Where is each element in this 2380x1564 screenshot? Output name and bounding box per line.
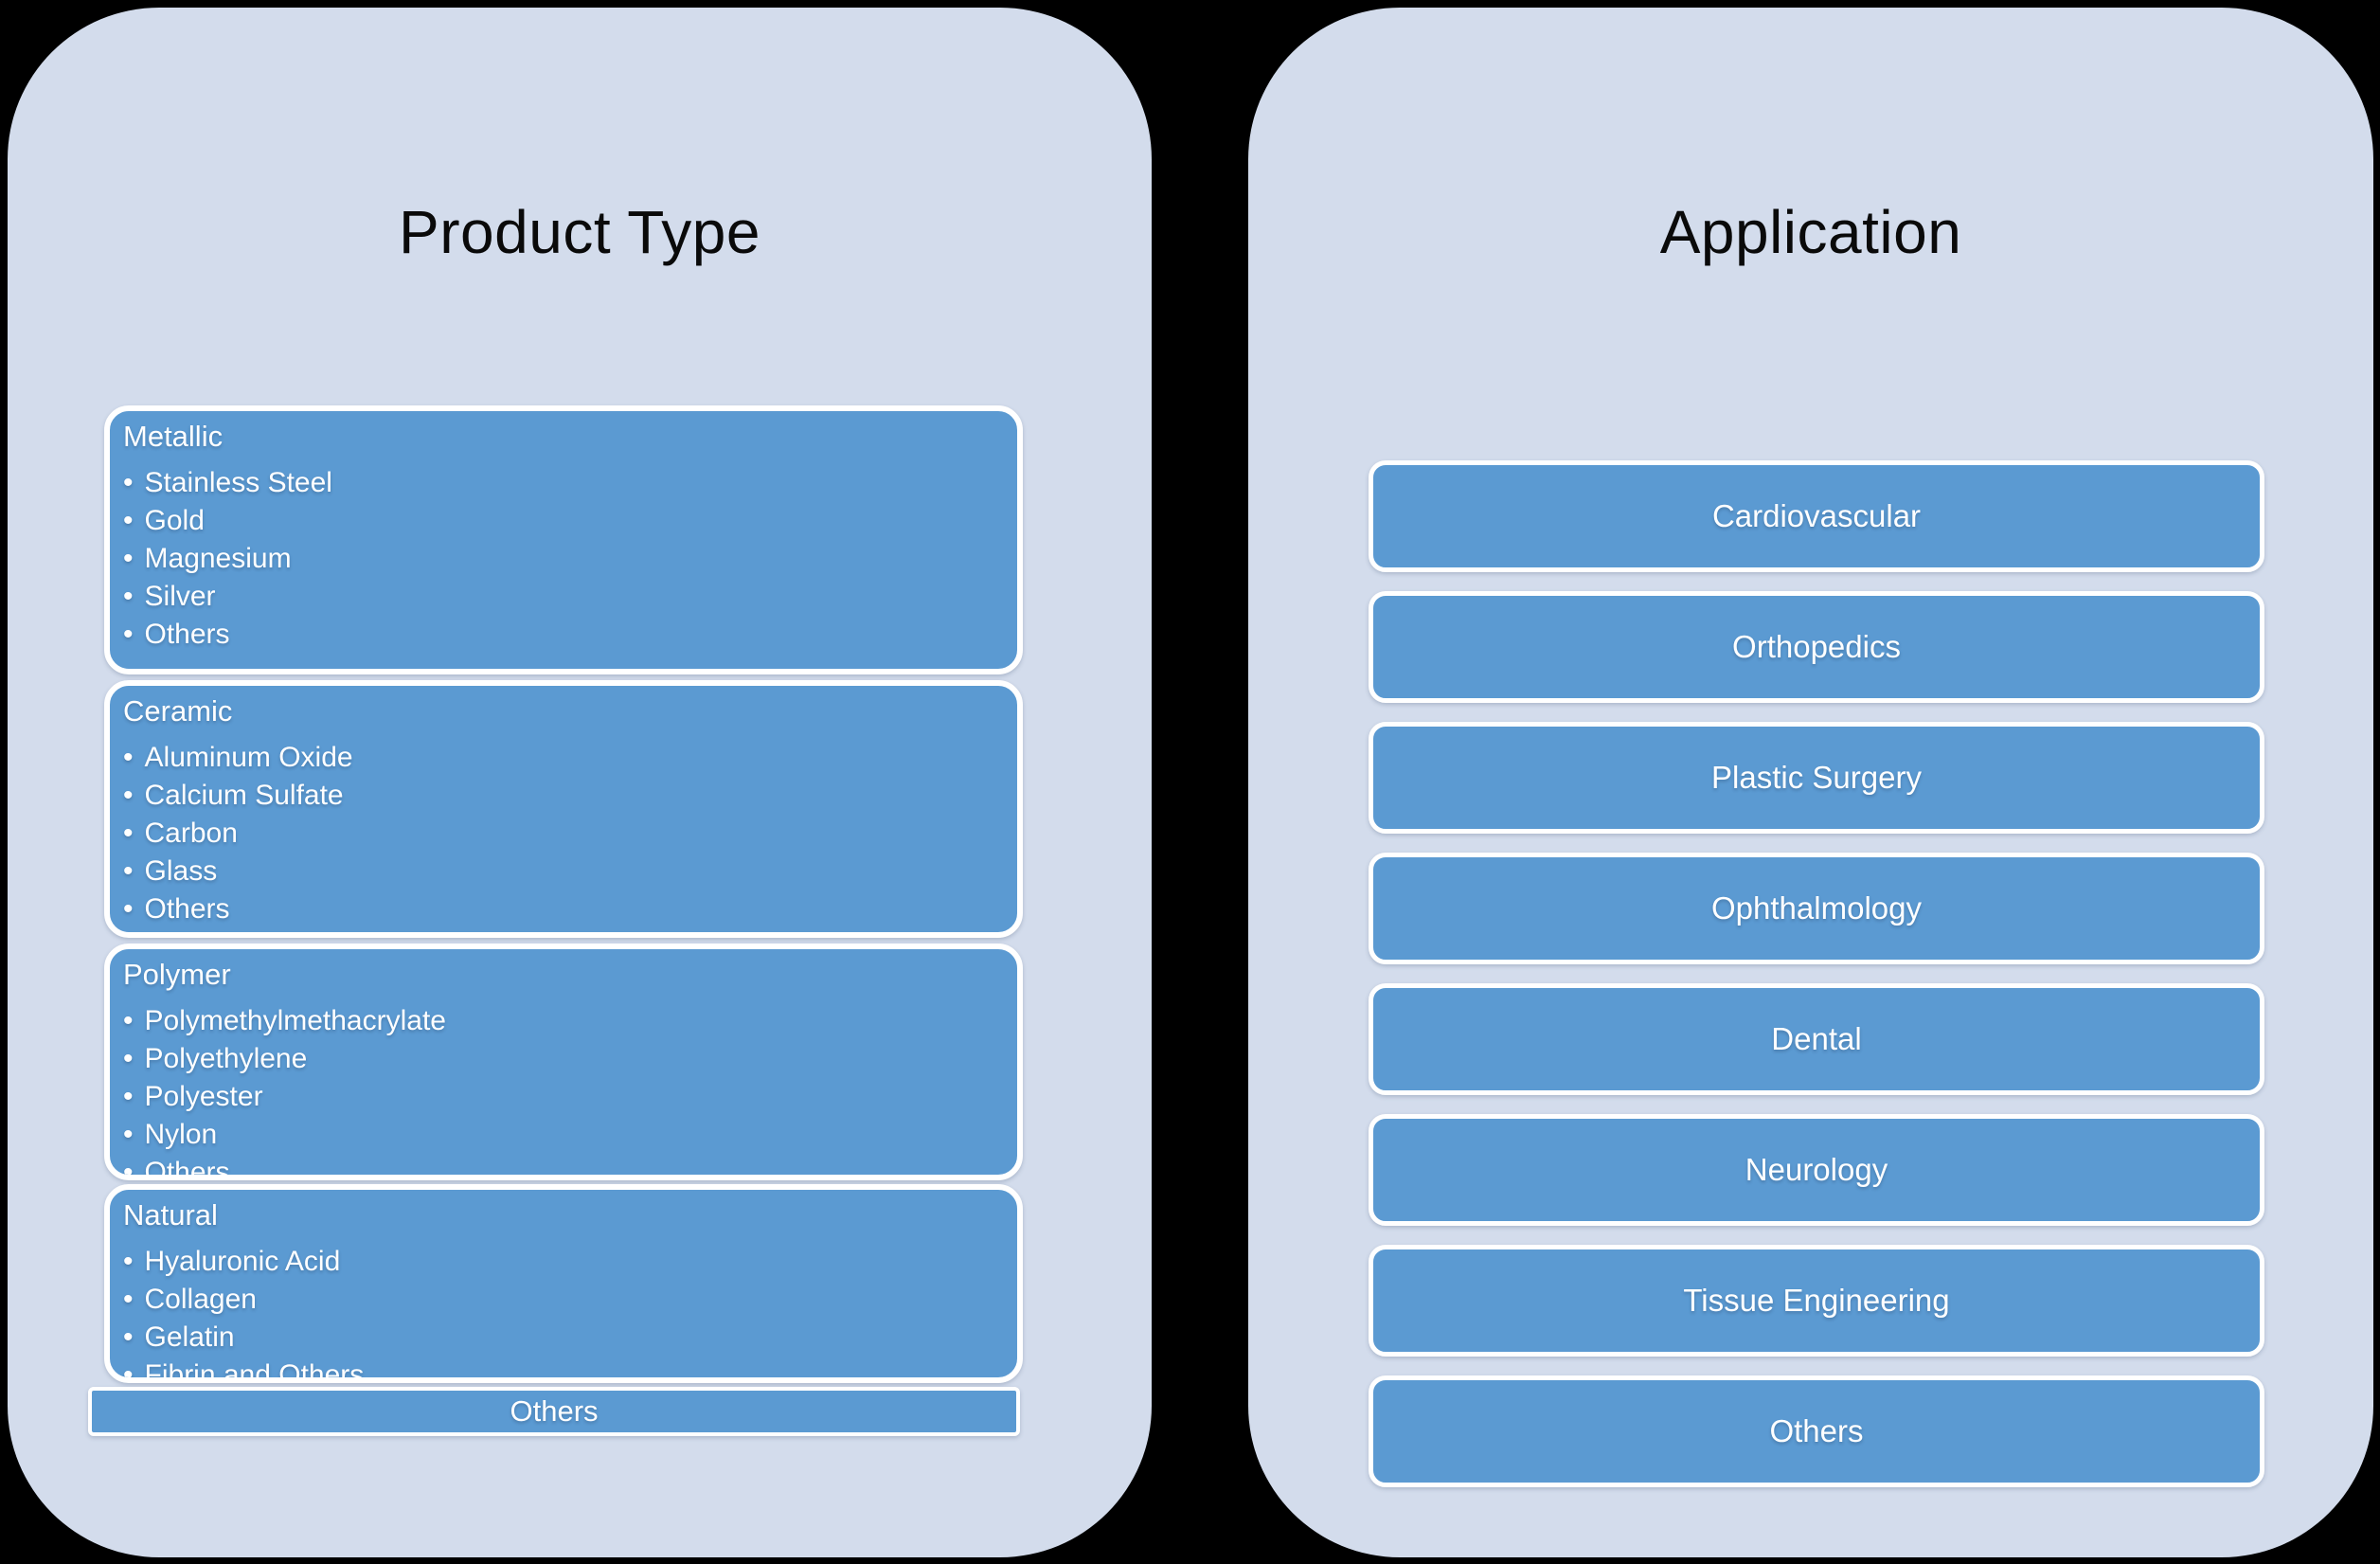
item-label: Polymethylmethacrylate (144, 1005, 446, 1036)
bullet-icon: • (123, 1043, 134, 1074)
bullet-icon: • (123, 1119, 134, 1150)
application-label: Neurology (1745, 1152, 1888, 1187)
bullet-icon: • (123, 818, 134, 849)
product-type-panel: Product Type Metallic • Stainless Steel •… (8, 8, 1152, 1557)
bullet-icon: • (123, 505, 134, 536)
application-box-plastic-surgery: Plastic Surgery (1369, 722, 2264, 834)
category-header-polymer: Polymer (123, 958, 231, 991)
list-item: • Glass (123, 853, 1017, 890)
category-header-natural: Natural (123, 1198, 218, 1231)
application-label: Tissue Engineering (1683, 1283, 1950, 1318)
list-item: • Stainless Steel (123, 464, 1017, 502)
item-label: Fibrin and Others (144, 1359, 365, 1383)
item-label: Gold (144, 505, 205, 536)
list-item: • Silver (123, 578, 1017, 616)
bullet-icon: • (123, 893, 134, 925)
application-box-orthopedics: Orthopedics (1369, 591, 2264, 703)
item-label: Magnesium (144, 543, 292, 574)
bullet-icon: • (123, 1321, 134, 1353)
application-box-dental: Dental (1369, 983, 2264, 1095)
item-label: Polyethylene (144, 1043, 308, 1074)
list-item: • Gelatin (123, 1319, 1017, 1357)
item-label: Hyaluronic Acid (144, 1246, 341, 1277)
category-box-polymer: Polymer • Polymethylmethacrylate • Polyeth… (104, 944, 1023, 1180)
bullet-icon: • (123, 1081, 134, 1112)
application-box-neurology: Neurology (1369, 1114, 2264, 1226)
list-item: • Calcium Sulfate (123, 777, 1017, 815)
bullet-icon: • (123, 1157, 134, 1180)
application-label: Others (1769, 1413, 1864, 1448)
bullet-icon: • (123, 581, 134, 612)
category-items-polymer: • Polymethylmethacrylate • Polyethylene • P… (110, 1002, 1017, 1180)
list-item: • Magnesium (123, 540, 1017, 578)
application-box-cardiovascular: Cardiovascular (1369, 460, 2264, 572)
bullet-icon: • (123, 543, 134, 574)
application-label: Ophthalmology (1711, 890, 1922, 926)
item-label: Gelatin (144, 1321, 235, 1353)
item-label: Calcium Sulfate (144, 780, 344, 811)
category-box-natural: Natural • Hyaluronic Acid • Collagen • Gela… (104, 1184, 1023, 1383)
application-label: Orthopedics (1732, 629, 1901, 664)
category-header-metallic: Metallic (123, 420, 224, 453)
bullet-icon: • (123, 742, 134, 773)
item-label: Carbon (144, 818, 238, 849)
item-label: Collagen (144, 1284, 257, 1315)
category-items-ceramic: • Aluminum Oxide • Calcium Sulfate • Carbon… (110, 739, 1017, 928)
product-type-others-bar: Others (88, 1387, 1020, 1436)
item-label: Polyester (144, 1081, 263, 1112)
bullet-icon: • (123, 1005, 134, 1036)
category-items-metallic: • Stainless Steel • Gold • Magnesium • Silve… (110, 464, 1017, 654)
list-item: • Hyaluronic Acid (123, 1243, 1017, 1281)
category-header-ceramic: Ceramic (123, 694, 233, 728)
others-bar-label: Others (510, 1394, 599, 1428)
list-item: • Collagen (123, 1281, 1017, 1319)
item-label: Glass (144, 855, 218, 887)
application-title: Application (1659, 198, 1962, 266)
application-box-tissue-engineering: Tissue Engineering (1369, 1245, 2264, 1357)
bullet-icon: • (123, 780, 134, 811)
list-item: • Polymethylmethacrylate (123, 1002, 1017, 1040)
list-item: • Others (123, 1154, 1017, 1180)
category-items-natural: • Hyaluronic Acid • Collagen • Gelatin • Fib… (110, 1243, 1017, 1383)
application-box-others: Others (1369, 1375, 2264, 1487)
list-item: • Carbon (123, 815, 1017, 853)
bullet-icon: • (123, 467, 134, 498)
bullet-icon: • (123, 1284, 134, 1315)
bullet-icon: • (123, 855, 134, 887)
item-label: Others (144, 893, 230, 925)
list-item: • Nylon (123, 1116, 1017, 1154)
list-item: • Fibrin and Others (123, 1357, 1017, 1383)
item-label: Aluminum Oxide (144, 742, 353, 773)
category-box-ceramic: Ceramic • Aluminum Oxide • Calcium Sulfate… (104, 680, 1023, 938)
item-label: Nylon (144, 1119, 218, 1150)
application-panel: Application Cardiovascular Orthopedics P… (1248, 8, 2373, 1557)
list-item: • Polyethylene (123, 1040, 1017, 1078)
list-item: • Polyester (123, 1078, 1017, 1116)
application-label: Plastic Surgery (1711, 760, 1922, 795)
application-label: Dental (1771, 1021, 1862, 1056)
bullet-icon: • (123, 1246, 134, 1277)
category-box-metallic: Metallic • Stainless Steel • Gold • Magnesi… (104, 405, 1023, 674)
list-item: • Others (123, 890, 1017, 928)
application-box-ophthalmology: Ophthalmology (1369, 853, 2264, 964)
item-label: Others (144, 1157, 230, 1180)
application-label: Cardiovascular (1711, 498, 1922, 533)
item-label: Others (144, 619, 230, 650)
list-item: • Others (123, 616, 1017, 654)
item-label: Stainless Steel (144, 467, 332, 498)
bullet-icon: • (123, 1359, 134, 1383)
bullet-icon: • (123, 619, 134, 650)
product-type-title: Product Type (399, 198, 761, 266)
item-label: Silver (144, 581, 216, 612)
list-item: • Gold (123, 502, 1017, 540)
list-item: • Aluminum Oxide (123, 739, 1017, 777)
